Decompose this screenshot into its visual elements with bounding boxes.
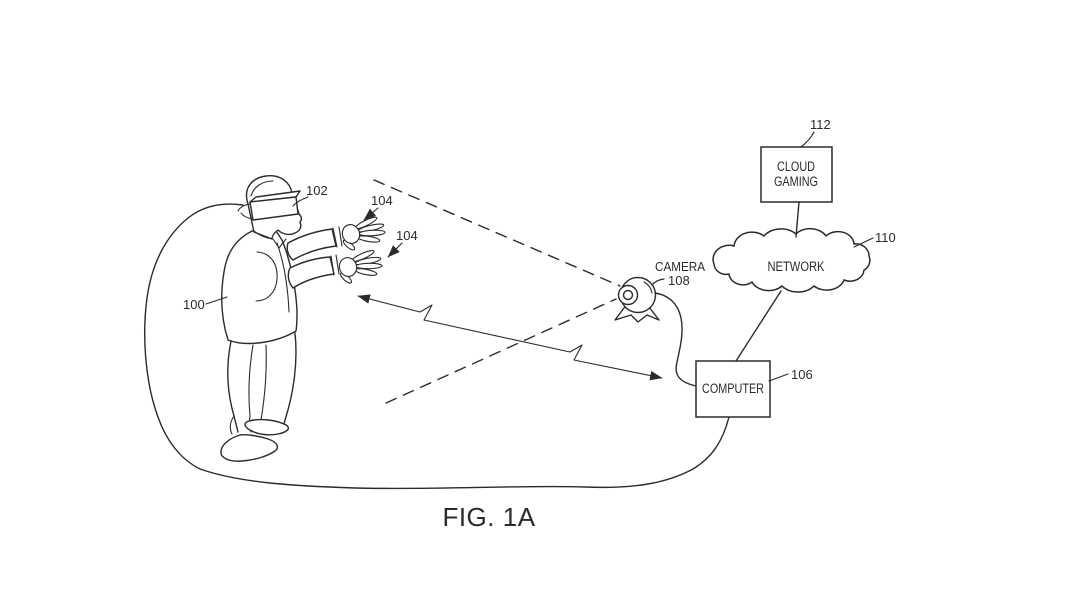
ref-112: 112: [810, 117, 831, 132]
ref-100: 100: [183, 297, 205, 312]
shoe-near: [220, 434, 279, 462]
ref-106-pointer: [768, 373, 789, 382]
shoe-far: [244, 418, 290, 436]
ref-112-pointer: [800, 131, 815, 148]
collar: [253, 230, 287, 249]
ref-106: 106: [791, 367, 813, 382]
computer-box: COMPUTER: [695, 360, 771, 418]
reference-labels: 102 104 104 100 CAMERA 108 106 110 112: [183, 117, 896, 382]
camera-icon: [614, 276, 660, 323]
ref-104-upper-arrow: [363, 207, 379, 221]
network-computer-link: [735, 290, 782, 362]
glove-hand-upper-icon: [341, 216, 386, 251]
ref-110-pointer: [853, 237, 874, 248]
cloudgaming-network-link: [795, 201, 800, 238]
camera-fov-line-upper: [373, 179, 621, 287]
ref-100-pointer: [205, 296, 228, 305]
jacket: [221, 230, 298, 345]
ref-104-lower-arrow: [387, 242, 403, 258]
ref-102: 102: [306, 183, 328, 198]
ref-108-pointer: [651, 278, 665, 286]
ref-104-lower: 104: [396, 228, 418, 243]
computer-label: COMPUTER: [702, 381, 764, 396]
ref-110: 110: [875, 230, 896, 245]
hmd-cable: [144, 203, 730, 490]
cloud-gaming-label-line1: CLOUD: [777, 159, 815, 174]
network-cloud: NETWORK: [712, 227, 871, 293]
network-label: NETWORK: [768, 259, 825, 274]
wireless-link-arrow: [357, 294, 663, 381]
hairline: [250, 180, 274, 197]
camera-fov-line-lower: [385, 298, 617, 404]
cloud-gaming-box: CLOUD GAMING: [760, 146, 833, 203]
hmd-headset-icon: [237, 190, 301, 221]
ref-104-upper: 104: [371, 193, 393, 208]
ref-102-pointer: [292, 196, 309, 207]
glove-hand-lower-icon: [338, 249, 383, 284]
figure-caption: FIG. 1A: [442, 502, 535, 532]
cloud-gaming-label-line2: GAMING: [774, 174, 818, 189]
network-cloud-shape: [712, 227, 871, 293]
arm-lower: [287, 256, 335, 289]
camera-cable: [654, 292, 697, 387]
camera-label: CAMERA: [655, 259, 705, 274]
user-figure: [220, 175, 386, 462]
ref-108: 108: [668, 273, 690, 288]
arm-upper: [286, 228, 337, 261]
